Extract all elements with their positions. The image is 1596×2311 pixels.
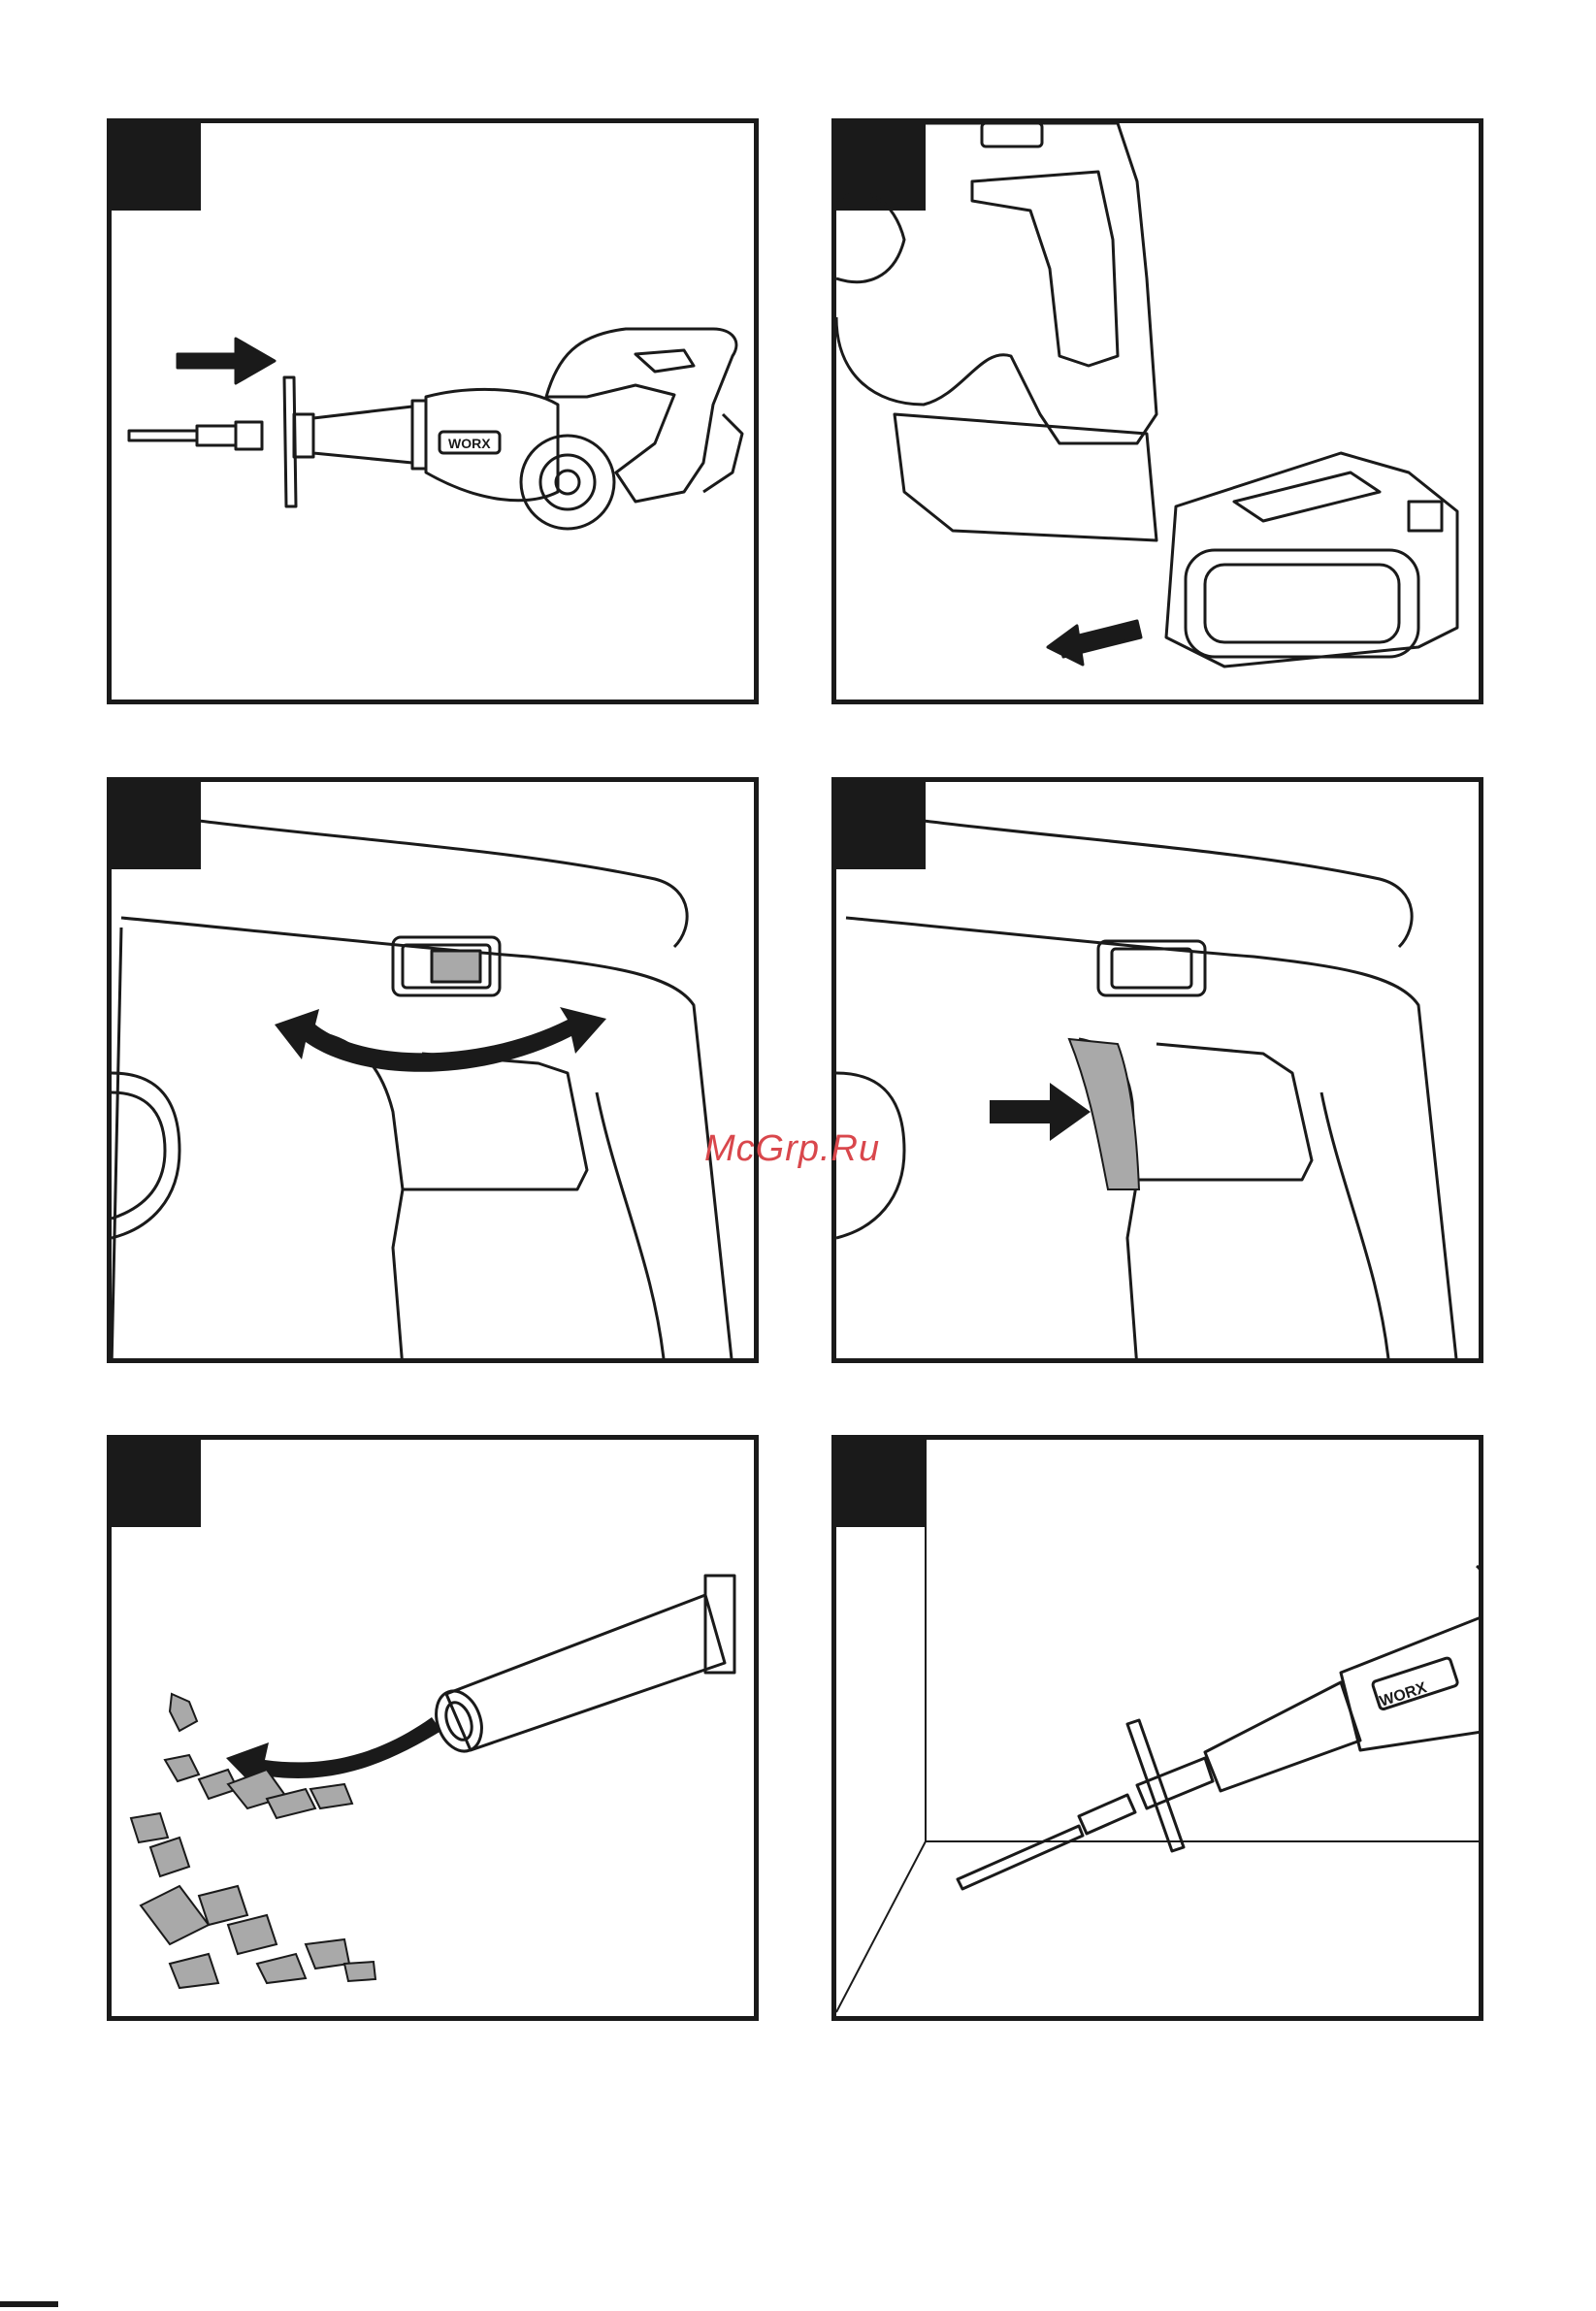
- panel-speed-switch: [107, 777, 759, 1363]
- page-footer-mark: [0, 2301, 58, 2307]
- blow-leaves-illustration: [112, 1440, 759, 2021]
- speed-switch-illustration: [112, 782, 759, 1363]
- panel-insert-battery: [831, 118, 1483, 704]
- blower-with-nozzle-illustration: WORX: [112, 123, 759, 704]
- watermark-text: McGrp.Ru: [704, 1128, 880, 1170]
- brand-logo: WORX: [1378, 1679, 1429, 1710]
- panel-attach-nozzle: WORX: [107, 118, 759, 704]
- panel-blow-leaves: [107, 1435, 759, 2021]
- corner-cleaning-illustration: WORX: [836, 1440, 1483, 2021]
- panel-trigger: [831, 777, 1483, 1363]
- panel-corner-cleaning: WORX: [831, 1435, 1483, 2021]
- push-arrow-right-icon: [178, 339, 275, 383]
- battery-insert-illustration: [836, 123, 1483, 704]
- brand-logo: WORX: [448, 436, 491, 451]
- leaves-cluster: [131, 1694, 375, 1988]
- curved-double-arrow-icon: [275, 1007, 606, 1072]
- trigger-illustration: [836, 782, 1483, 1363]
- push-arrow-right-icon: [990, 1083, 1091, 1141]
